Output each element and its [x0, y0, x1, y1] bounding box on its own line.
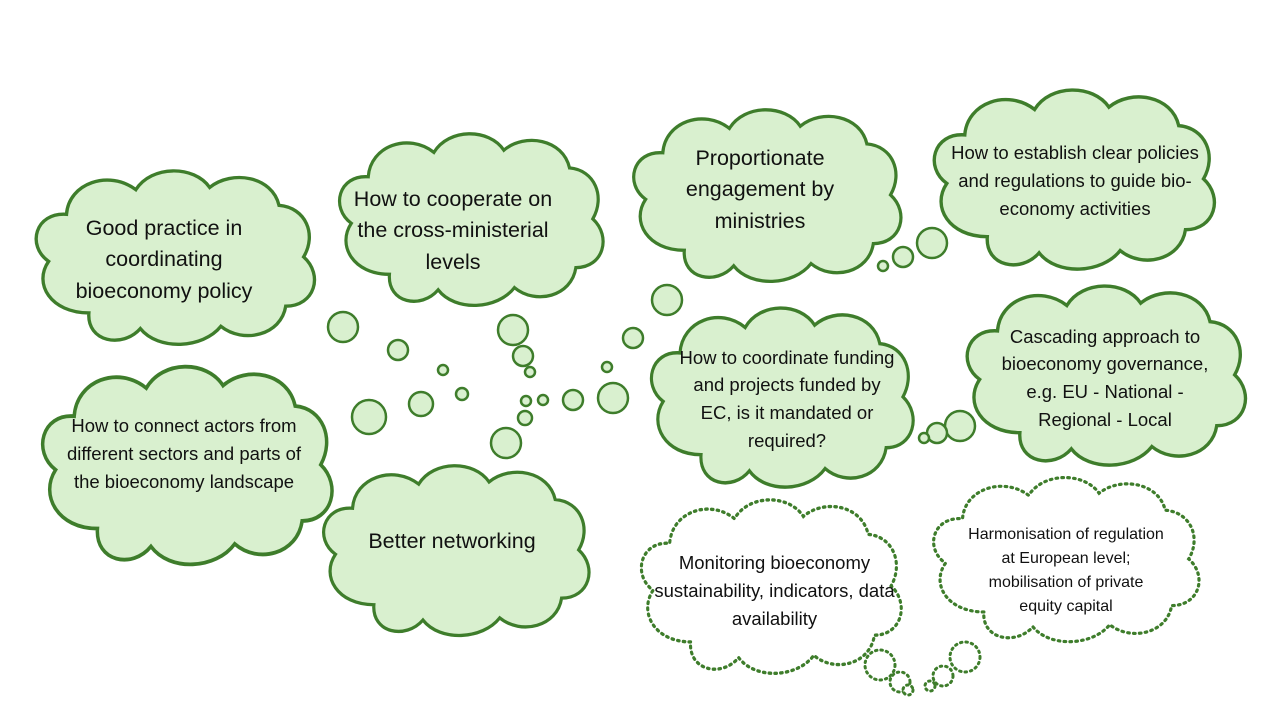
cloud-better-networking: Better networking [368, 529, 536, 554]
thought-bubble [516, 409, 534, 427]
thought-bubble [600, 360, 614, 374]
thought-bubble [536, 393, 550, 407]
thought-bubble [519, 394, 533, 408]
thought-bubble [891, 245, 915, 269]
thought-bubble [407, 390, 435, 418]
thought-bubble [496, 313, 530, 347]
thought-bubble [621, 326, 645, 350]
cloud-harmonisation: Harmonisation of regulation at European … [968, 526, 1164, 615]
cloud-good-practice: Good practice in coordinating bioeconomy… [75, 216, 253, 303]
cloud-cooperate-cross-ministerial: How to cooperate on the cross-ministeria… [353, 187, 553, 274]
thought-bubble [931, 664, 955, 688]
cloud-coordinate-funding: How to coordinate funding and projects f… [679, 346, 895, 451]
thought-bubble [917, 431, 931, 445]
thought-bubble [923, 679, 937, 693]
thought-bubble [523, 365, 537, 379]
thought-bubble [436, 363, 450, 377]
thought-bubble [511, 344, 535, 368]
thought-bubble [454, 386, 470, 402]
thought-bubble [925, 421, 949, 445]
cloud-connect-actors: How to connect actors from different sec… [66, 415, 302, 492]
cloud-proportionate-engagement: Proportionate engagement by ministries [685, 146, 835, 233]
thought-bubble [350, 398, 388, 436]
cloud-cascading-approach: Cascading approach to bioeconomy governa… [1001, 325, 1209, 430]
thought-bubble [326, 310, 360, 344]
cloud-clear-policies: How to establish clear policies and regu… [951, 142, 1199, 219]
thought-bubble [596, 381, 630, 415]
thought-bubble [943, 409, 977, 443]
thought-bubble [561, 388, 585, 412]
thought-bubble [901, 683, 915, 697]
thought-bubble [386, 338, 410, 362]
cloud-monitoring: Monitoring bioeconomy sustainability, in… [654, 552, 895, 629]
thought-bubble [863, 648, 897, 682]
thought-bubble [915, 226, 949, 260]
thought-bubble [876, 259, 890, 273]
thought-bubble [489, 426, 523, 460]
thought-bubble [948, 640, 982, 674]
thought-bubble [650, 283, 684, 317]
